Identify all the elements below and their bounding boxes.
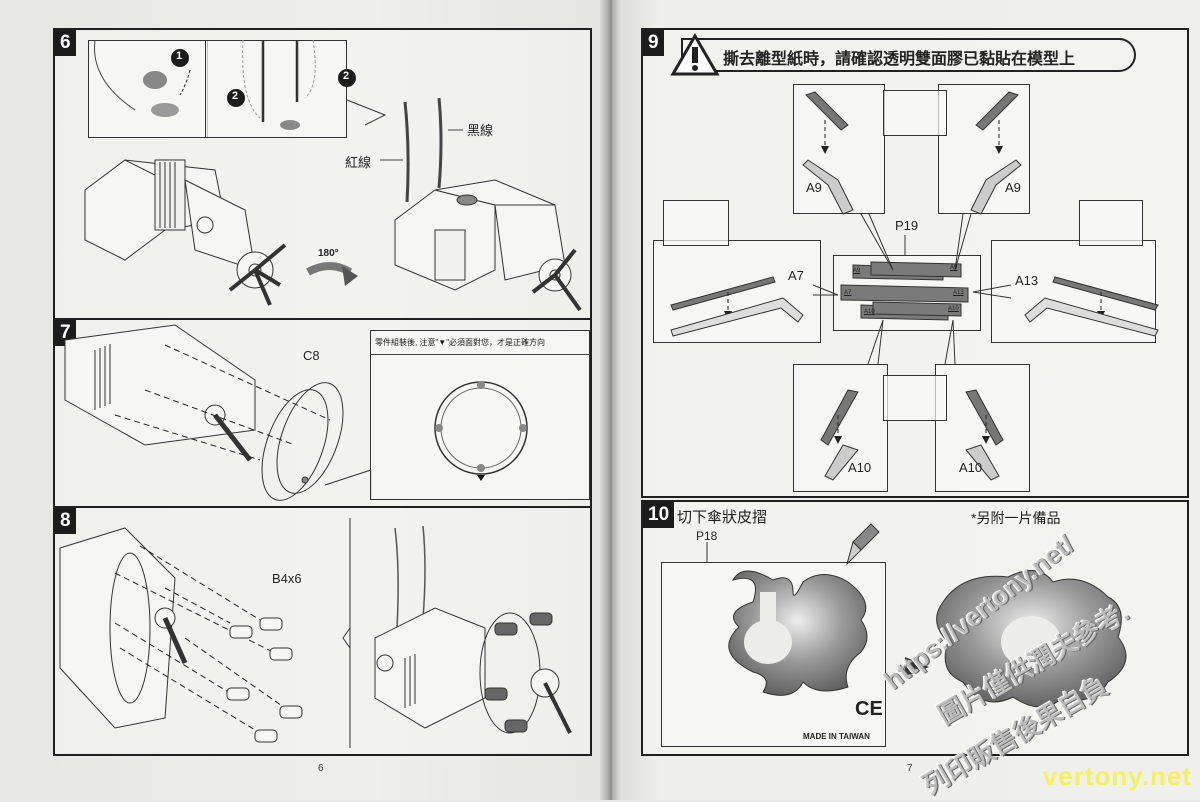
a7-label: A7 xyxy=(788,268,804,283)
c8-part-label: C8 xyxy=(303,348,320,363)
step-10-illustration xyxy=(706,523,1127,708)
step-10-title: 切下傘狀皮摺 xyxy=(677,509,768,526)
orientation-note: 零件組裝後, 注意"▼"必須面對您，才是正確方向 xyxy=(371,331,589,355)
orientation-note-box: 零件組裝後, 注意"▼"必須面對您，才是正確方向 xyxy=(370,330,590,500)
motor-assembly-icon xyxy=(59,527,188,729)
page-number-left: 6 xyxy=(318,763,324,774)
peel-hint-top xyxy=(883,90,947,136)
arrow-right-icon xyxy=(905,657,929,677)
step-number: 6 xyxy=(55,30,76,56)
callout-1-icon xyxy=(171,49,189,67)
step-7-panel: 7 C8 零件組裝後, 注意"▼"必須面對您，才是正確方向 xyxy=(53,318,592,508)
sheet-part-a13: A13 xyxy=(953,290,964,296)
callout-2a-label: 2 xyxy=(232,90,239,102)
motor-assembly-left-icon xyxy=(84,159,287,306)
peel-hint-bottom xyxy=(883,375,947,421)
detail-inset-wires xyxy=(205,40,347,138)
step-number: 8 xyxy=(55,508,76,534)
peel-hint-left xyxy=(663,200,729,246)
a10-left-label: A10 xyxy=(848,460,872,475)
rotate-arrow-icon xyxy=(306,262,358,286)
warning-text: 撕去離型紙時，請確認透明雙面膠已黏貼在模型上 xyxy=(723,51,1076,68)
made-in-label: MADE IN TAIWAN xyxy=(803,732,870,741)
detail-a10-right xyxy=(935,364,1030,492)
step-9-panel: 9 撕去離型紙時，請確認透明雙面膠已黏貼在模型上 xyxy=(641,28,1189,498)
step-number: 9 xyxy=(643,30,664,56)
capacitor-icon xyxy=(143,71,167,89)
step-10-panel: 10 切下傘狀皮摺 *另附一片備品 P18 CE MADE IN TAIWAN xyxy=(641,500,1189,756)
a9-left-label: A9 xyxy=(806,180,822,195)
callout-2b-label: 2 xyxy=(343,70,350,82)
a9-right-label: A9 xyxy=(1005,180,1021,195)
sheet-part-a10b: A10 xyxy=(948,306,959,312)
step-8-illustration xyxy=(59,518,572,748)
black-wire-label: 黑線 xyxy=(467,123,494,138)
page-number-right: 7 xyxy=(907,763,913,774)
watermark-brand: vertony.net xyxy=(1042,761,1192,791)
sheet-part-a9b: A9 xyxy=(950,265,958,271)
rotate-label: 180° xyxy=(318,248,339,259)
step-7-illustration xyxy=(64,324,372,501)
c8-ring-icon xyxy=(261,382,344,501)
umbrella-ruff-flat-icon xyxy=(728,570,868,696)
step-6-panel: 6 xyxy=(53,28,592,320)
step-6-illustration xyxy=(84,39,582,312)
step-9-illustration xyxy=(670,91,1159,481)
motor-assembly-icon xyxy=(64,324,256,462)
a13-label: A13 xyxy=(1015,273,1039,288)
p19-sheet-label: P19 xyxy=(895,218,919,233)
callout-2b-icon xyxy=(338,69,356,87)
motor-assembly-right-icon xyxy=(394,179,582,312)
craft-knife-icon xyxy=(846,523,880,566)
spare-note: *另附一片備品 xyxy=(971,510,1061,526)
b4-clip-icon xyxy=(226,617,303,743)
callout-2a-icon xyxy=(227,89,245,107)
red-wire-icon xyxy=(403,101,410,203)
black-wire-icon xyxy=(437,97,443,189)
b4-part-label: B4x6 xyxy=(272,571,302,586)
callout-1-label: 1 xyxy=(176,50,183,62)
sheet-part-a7: A7 xyxy=(844,290,852,296)
c8-ring-front-view-icon xyxy=(434,381,528,481)
assembled-motor-icon xyxy=(374,525,572,734)
ce-mark: CE xyxy=(855,698,883,720)
a10-right-label: A10 xyxy=(959,460,983,475)
p19-strip-icons xyxy=(840,261,969,321)
orientation-marker-icon xyxy=(477,475,485,481)
step-8-panel: 8 xyxy=(53,506,592,756)
sheet-part-a10: A10 xyxy=(864,309,875,315)
peel-hint-right xyxy=(1079,200,1143,246)
warning-banner xyxy=(681,38,1136,72)
sheet-part-a9: A9 xyxy=(853,268,861,274)
warning-triangle-icon xyxy=(670,33,720,76)
umbrella-ruff-assembled-icon xyxy=(936,570,1127,708)
red-wire-label: 紅線 xyxy=(345,155,372,170)
step-number: 10 xyxy=(643,502,675,528)
p18-label: P18 xyxy=(696,529,718,543)
book-gutter xyxy=(600,0,622,800)
